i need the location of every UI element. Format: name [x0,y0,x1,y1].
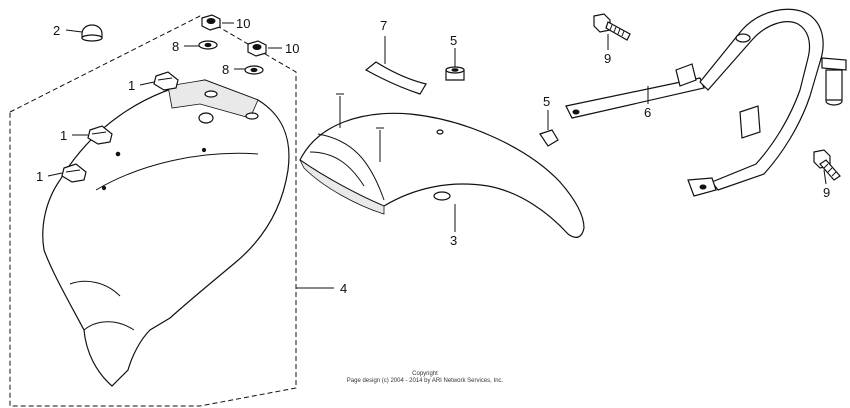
callout-labels: 2 10 8 10 8 1 1 1 4 7 5 5 3 9 6 9 [36,16,830,296]
callout-8-lower: 8 [222,62,229,77]
callout-3: 3 [450,233,457,248]
callout-7: 7 [380,18,387,33]
callout-8-upper: 8 [172,39,179,54]
clip-nut-part-1-middle[interactable] [87,125,113,145]
callout-9-lower: 9 [823,185,830,200]
callout-9-upper: 9 [604,51,611,66]
bolt-part-9-upper[interactable] [593,13,631,41]
bolt-part-9-lower[interactable] [813,149,841,181]
leader-lines [47,22,827,289]
cap-nut-part-2[interactable] [81,24,103,42]
copyright-footer: Copyright Page design (c) 2004 - 2014 by… [0,371,850,385]
flange-nut-part-10-lower[interactable] [247,40,267,57]
copyright-line-1: Copyright [412,371,438,377]
callout-5-lower: 5 [543,94,550,109]
rubber-bumper-part-5-upper[interactable] [445,66,465,81]
assembly-outline [9,15,297,407]
callout-4: 4 [340,281,347,296]
flange-nut-part-10-upper[interactable] [201,14,221,31]
inner-fender-part-4[interactable] [42,79,290,387]
washer-part-8-upper[interactable] [198,40,218,50]
washer-part-8-lower[interactable] [244,65,264,75]
rubber-bumper-part-5-lower[interactable] [539,129,559,147]
callout-1-top: 1 [128,78,135,93]
clip-nut-part-1-top[interactable] [153,71,179,91]
callout-2: 2 [53,23,60,38]
rubber-strip-part-7[interactable] [364,61,427,95]
rear-fender-part-3[interactable] [299,93,585,238]
callout-6: 6 [644,105,651,120]
callout-10-upper: 10 [236,16,250,31]
callout-5-upper: 5 [450,33,457,48]
copyright-line-2: Page design (c) 2004 - 2014 by ARI Netwo… [346,378,504,384]
clip-nut-part-1-bottom[interactable] [61,163,87,183]
callout-1-bottom: 1 [36,169,43,184]
callout-10-lower: 10 [285,41,299,56]
grab-rail-part-6[interactable] [565,8,847,197]
callout-1-middle: 1 [60,128,67,143]
